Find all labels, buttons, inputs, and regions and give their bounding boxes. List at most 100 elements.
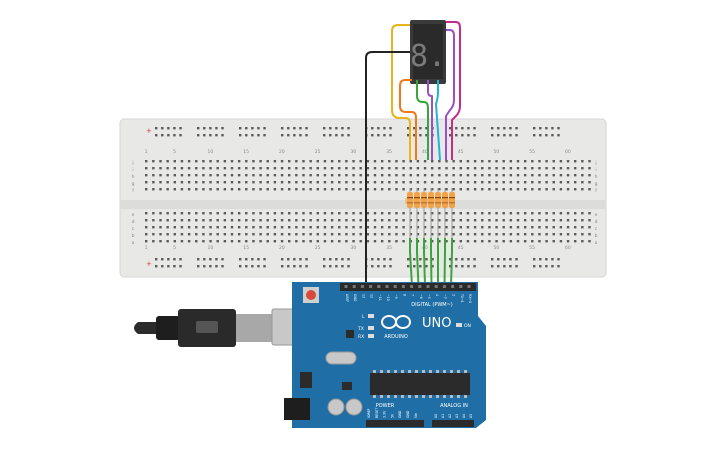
breadboard-hole[interactable] xyxy=(445,174,448,177)
breadboard-hole[interactable] xyxy=(559,174,563,177)
wire-green[interactable] xyxy=(416,238,420,287)
header-pin[interactable] xyxy=(401,285,405,288)
breadboard-hole[interactable] xyxy=(216,181,219,184)
breadboard-hole[interactable] xyxy=(345,233,348,236)
breadboard-hole[interactable] xyxy=(402,240,405,243)
breadboard-hole[interactable] xyxy=(523,233,527,236)
breadboard-hole[interactable] xyxy=(531,160,534,163)
breadboard-hole[interactable] xyxy=(230,233,234,236)
breadboard-hole[interactable] xyxy=(280,181,284,184)
breadboard-hole[interactable] xyxy=(488,174,491,177)
breadboard-hole[interactable] xyxy=(531,167,534,170)
header-pin[interactable] xyxy=(344,285,348,288)
breadboard-hole[interactable] xyxy=(459,212,462,215)
rail-hole[interactable] xyxy=(407,134,410,137)
breadboard-hole[interactable] xyxy=(574,219,577,222)
breadboard-hole[interactable] xyxy=(216,219,219,222)
rail-hole[interactable] xyxy=(215,265,218,268)
breadboard-hole[interactable] xyxy=(509,188,513,191)
rail-hole[interactable] xyxy=(197,258,200,261)
header-pin[interactable] xyxy=(360,285,364,288)
breadboard-hole[interactable] xyxy=(538,160,541,163)
breadboard-hole[interactable] xyxy=(566,167,570,170)
breadboard-hole[interactable] xyxy=(559,233,563,236)
breadboard-hole[interactable] xyxy=(473,160,477,163)
rail-hole[interactable] xyxy=(341,127,344,130)
rail-hole[interactable] xyxy=(347,265,350,268)
breadboard-hole[interactable] xyxy=(481,174,484,177)
rail-hole[interactable] xyxy=(209,127,212,130)
breadboard-hole[interactable] xyxy=(352,160,355,163)
rail-hole[interactable] xyxy=(467,134,470,137)
rail-hole[interactable] xyxy=(545,127,548,130)
breadboard-hole[interactable] xyxy=(466,167,470,170)
rail-hole[interactable] xyxy=(287,265,290,268)
breadboard-hole[interactable] xyxy=(345,160,348,163)
rail-hole[interactable] xyxy=(263,127,266,130)
breadboard-hole[interactable] xyxy=(252,212,255,215)
breadboard-hole[interactable] xyxy=(202,233,205,236)
breadboard-hole[interactable] xyxy=(266,174,269,177)
breadboard-hole[interactable] xyxy=(495,212,498,215)
rail-hole[interactable] xyxy=(245,258,248,261)
breadboard-hole[interactable] xyxy=(259,167,262,170)
breadboard-hole[interactable] xyxy=(152,188,155,191)
rail-hole[interactable] xyxy=(197,265,200,268)
rail-hole[interactable] xyxy=(503,265,506,268)
breadboard-hole[interactable] xyxy=(538,181,541,184)
breadboard-hole[interactable] xyxy=(380,174,384,177)
breadboard-hole[interactable] xyxy=(202,160,205,163)
rail-hole[interactable] xyxy=(431,265,434,268)
rail-hole[interactable] xyxy=(305,265,308,268)
breadboard-hole[interactable] xyxy=(309,240,312,243)
breadboard-hole[interactable] xyxy=(552,233,555,236)
breadboard-hole[interactable] xyxy=(409,226,412,229)
rail-hole[interactable] xyxy=(167,258,170,261)
breadboard-hole[interactable] xyxy=(495,181,498,184)
breadboard-hole[interactable] xyxy=(574,181,577,184)
breadboard-hole[interactable] xyxy=(159,219,162,222)
breadboard-hole[interactable] xyxy=(180,160,184,163)
rail-hole[interactable] xyxy=(467,265,470,268)
rail-hole[interactable] xyxy=(161,265,164,268)
rail-hole[interactable] xyxy=(533,258,536,261)
breadboard-hole[interactable] xyxy=(273,233,277,236)
breadboard-hole[interactable] xyxy=(531,219,534,222)
breadboard-hole[interactable] xyxy=(380,167,384,170)
breadboard-hole[interactable] xyxy=(166,167,169,170)
breadboard-hole[interactable] xyxy=(302,160,305,163)
breadboard-hole[interactable] xyxy=(316,188,319,191)
breadboard-hole[interactable] xyxy=(252,188,255,191)
breadboard-hole[interactable] xyxy=(187,212,191,215)
breadboard-hole[interactable] xyxy=(380,219,384,222)
breadboard-hole[interactable] xyxy=(223,160,227,163)
rail-hole[interactable] xyxy=(455,134,458,137)
rail-hole[interactable] xyxy=(491,258,494,261)
breadboard-hole[interactable] xyxy=(545,188,548,191)
breadboard-hole[interactable] xyxy=(316,233,319,236)
breadboard-hole[interactable] xyxy=(280,212,284,215)
breadboard-hole[interactable] xyxy=(523,188,527,191)
breadboard-hole[interactable] xyxy=(202,188,205,191)
breadboard-hole[interactable] xyxy=(459,160,462,163)
rail-hole[interactable] xyxy=(533,265,536,268)
rail-hole[interactable] xyxy=(419,265,422,268)
rail-hole[interactable] xyxy=(293,258,296,261)
breadboard-hole[interactable] xyxy=(516,167,520,170)
breadboard-hole[interactable] xyxy=(195,160,198,163)
breadboard-hole[interactable] xyxy=(502,219,505,222)
breadboard-hole[interactable] xyxy=(266,212,269,215)
rail-hole[interactable] xyxy=(323,127,326,130)
breadboard-hole[interactable] xyxy=(237,181,241,184)
breadboard-hole[interactable] xyxy=(309,212,312,215)
breadboard-hole[interactable] xyxy=(180,167,184,170)
breadboard-hole[interactable] xyxy=(488,226,491,229)
breadboard-hole[interactable] xyxy=(316,212,319,215)
breadboard-hole[interactable] xyxy=(359,233,362,236)
breadboard-hole[interactable] xyxy=(481,212,484,215)
breadboard-hole[interactable] xyxy=(302,233,305,236)
rail-hole[interactable] xyxy=(473,265,476,268)
rail-hole[interactable] xyxy=(263,258,266,261)
breadboard-hole[interactable] xyxy=(152,226,155,229)
rail-hole[interactable] xyxy=(383,265,386,268)
